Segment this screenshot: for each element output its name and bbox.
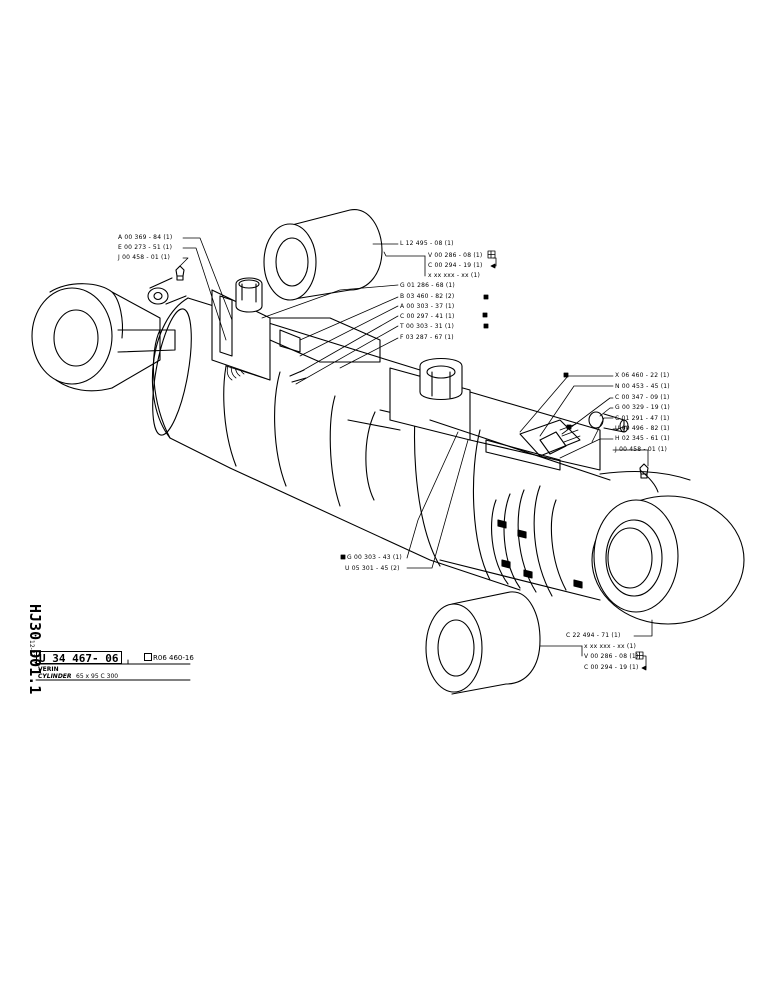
callout-label: L 12 495 - 08 (1) bbox=[400, 240, 454, 247]
callout-label: U 05 301 - 45 (2) bbox=[345, 565, 400, 572]
part-number: U 34 467- 06 bbox=[36, 651, 122, 665]
callout-label: C 22 494 - 71 (1) bbox=[566, 632, 621, 639]
callout-label: x xx xxx - xx (1) bbox=[428, 272, 481, 279]
reference-box-icon bbox=[144, 653, 152, 661]
bushing-bottom bbox=[425, 591, 541, 695]
callout-label: C 00 294 - 19 (1) bbox=[428, 262, 483, 269]
rear-eye bbox=[31, 277, 187, 392]
marker-squares bbox=[340, 250, 647, 671]
dimensions: 65 x 95 C 300 bbox=[76, 673, 119, 680]
right-head-cutaway bbox=[389, 357, 601, 471]
callout-label: V 00 286 - 08 (1) bbox=[428, 252, 483, 259]
callout-label: A 00 303 - 37 (1) bbox=[400, 303, 455, 310]
callout-label: C 00 347 - 09 (1) bbox=[615, 394, 670, 401]
front-eye bbox=[591, 469, 745, 625]
callout-label: C 00 294 - 19 (1) bbox=[584, 664, 639, 671]
callout-label: H 02 345 - 61 (1) bbox=[615, 435, 670, 442]
callout-label: G 01 286 - 68 (1) bbox=[400, 282, 455, 289]
grease-nipple-left bbox=[175, 265, 185, 281]
callout-label: C 00 297 - 41 (1) bbox=[400, 313, 455, 320]
name-en: CYLINDER bbox=[38, 673, 72, 680]
reference-number: R06 460-16 bbox=[144, 653, 194, 662]
callout-label: x xx xxx - xx (1) bbox=[584, 643, 637, 650]
callout-label: E 00 273 - 51 (1) bbox=[118, 244, 173, 251]
slotted-nut bbox=[491, 485, 583, 597]
cylinder-tube bbox=[151, 297, 521, 591]
callout-label: A 00 369 - 84 (1) bbox=[118, 234, 173, 241]
name-fr: VERIN bbox=[38, 666, 59, 673]
reference-text: R06 460-16 bbox=[153, 654, 194, 662]
callout-label: J 00 458 - 01 (1) bbox=[118, 254, 171, 261]
sheet-date: 12-77 bbox=[28, 640, 35, 658]
callout-label: G 00 303 - 43 (1) bbox=[347, 554, 402, 561]
callout-label: N 00 453 - 45 (1) bbox=[615, 383, 670, 390]
callout-label: J 00 458 - 01 (1) bbox=[615, 446, 668, 453]
callout-label: U 00 496 - 82 (1) bbox=[615, 425, 670, 432]
callout-label: C 01 291 - 47 (1) bbox=[615, 415, 670, 422]
left-cap-cutaway bbox=[211, 277, 381, 383]
callout-label: X 06 460 - 22 (1) bbox=[615, 372, 670, 379]
callout-label: G 00 329 - 19 (1) bbox=[615, 404, 670, 411]
callout-label: V 00 286 - 08 (1) bbox=[584, 653, 639, 660]
callout-label: F 03 287 - 67 (1) bbox=[400, 334, 454, 341]
callout-label: B 03 460 - 82 (2) bbox=[400, 293, 455, 300]
callout-label: T 00 303 - 31 (1) bbox=[400, 323, 454, 330]
title-block-lines bbox=[35, 659, 191, 681]
bushing-top bbox=[263, 209, 383, 301]
piston-rod bbox=[429, 411, 629, 601]
